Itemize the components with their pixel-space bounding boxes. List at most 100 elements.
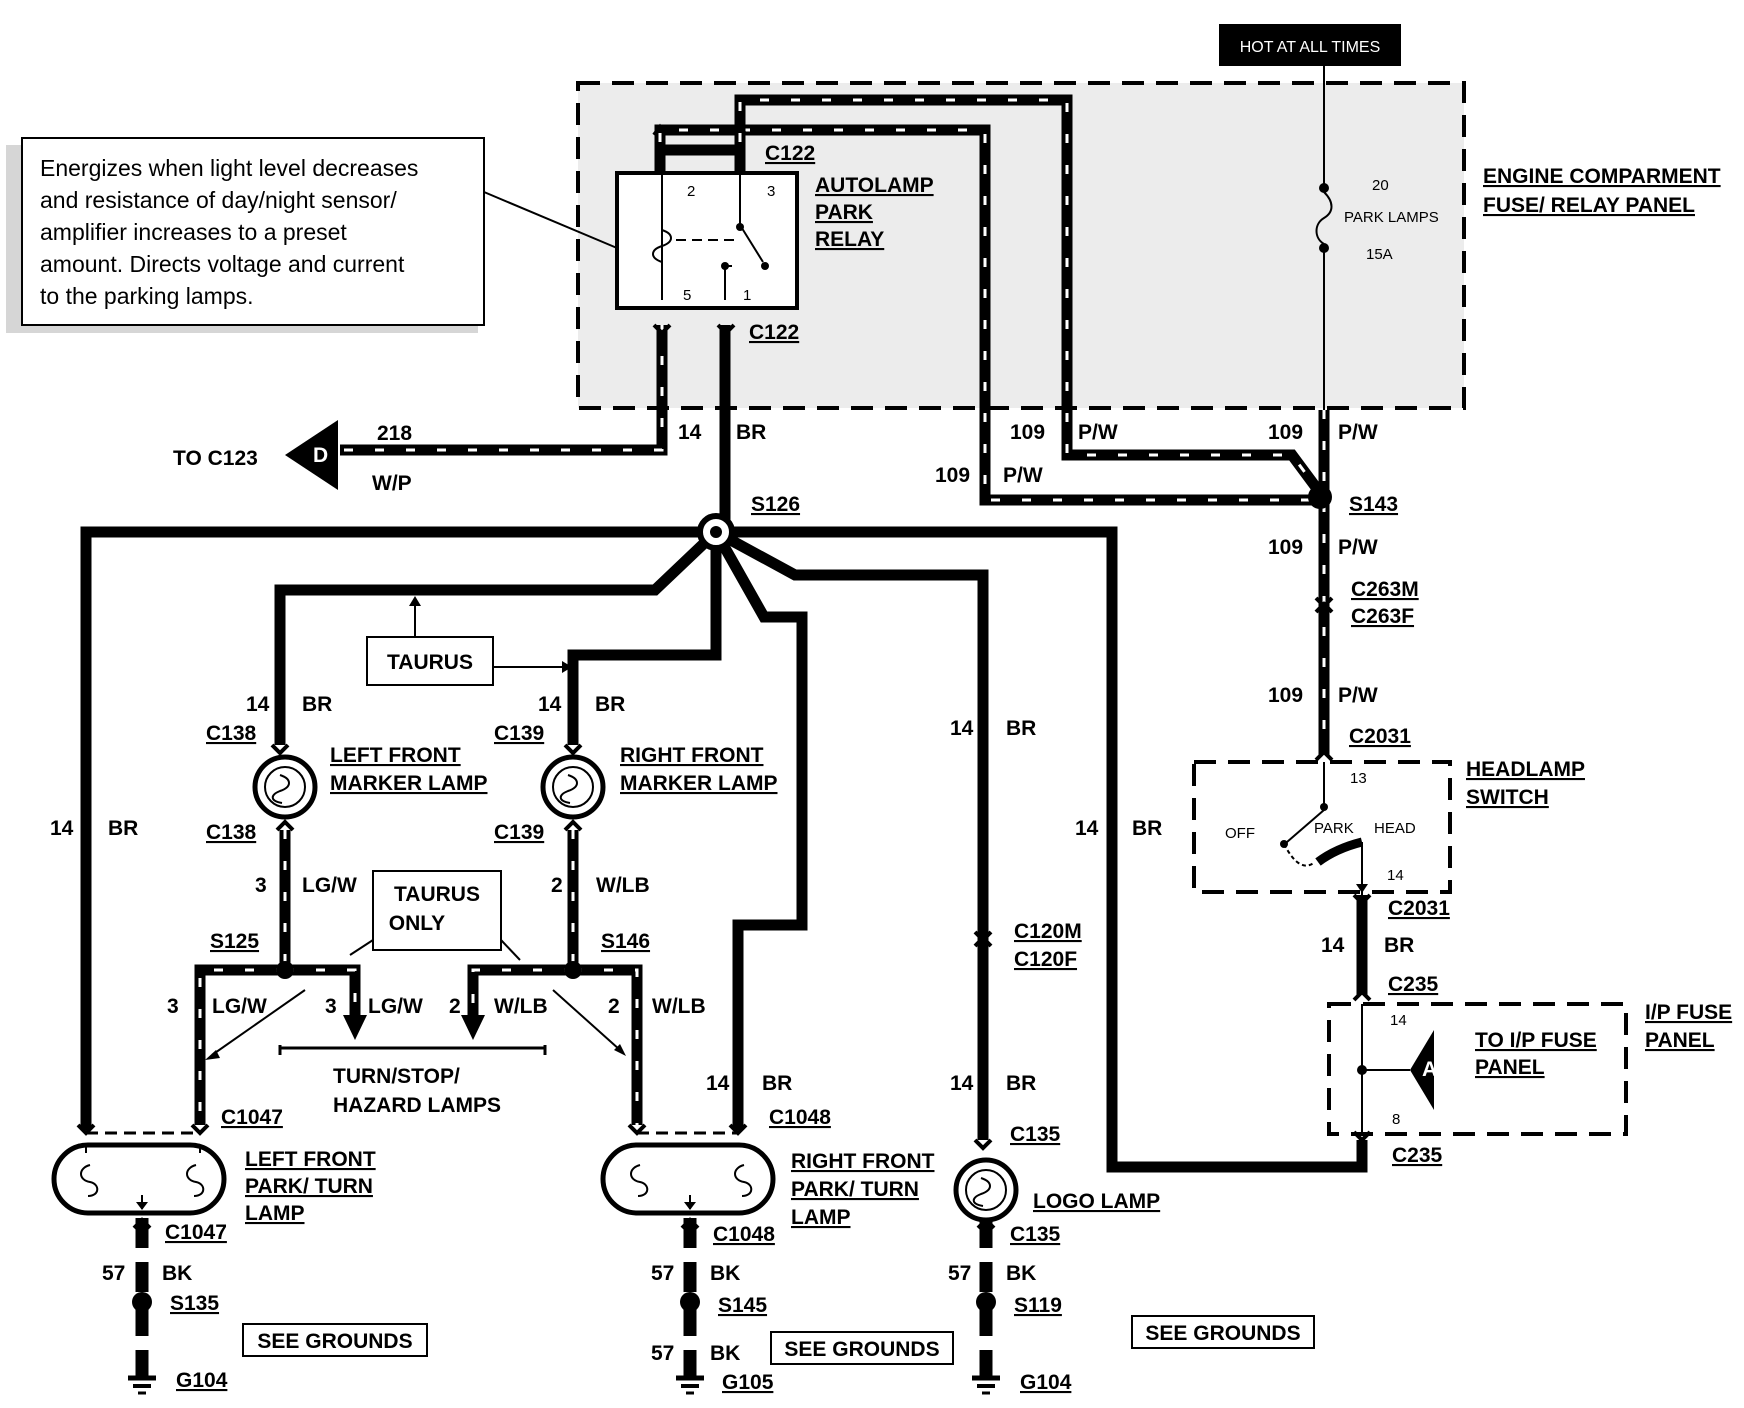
svg-text:P/W: P/W bbox=[1338, 684, 1378, 707]
turn-stop-arrows bbox=[278, 1015, 547, 1055]
see-grounds-middle[interactable]: SEE GROUNDS bbox=[770, 1331, 954, 1365]
svg-text:C235: C235 bbox=[1388, 973, 1439, 996]
svg-text:G104: G104 bbox=[176, 1369, 228, 1392]
svg-text:LG/W: LG/W bbox=[368, 995, 423, 1018]
svg-text:BR: BR bbox=[1006, 1072, 1036, 1095]
svg-text:3: 3 bbox=[167, 995, 179, 1018]
svg-text:PARK: PARK bbox=[815, 201, 873, 224]
ground-symbols bbox=[128, 1375, 1000, 1395]
relay-label: AUTOLAMP PARK RELAY bbox=[815, 174, 934, 251]
svg-text:RIGHT FRONT: RIGHT FRONT bbox=[791, 1150, 935, 1173]
see-grounds-right[interactable]: SEE GROUNDS bbox=[1131, 1315, 1315, 1349]
svg-text:LOGO LAMP: LOGO LAMP bbox=[1033, 1190, 1160, 1213]
svg-text:109: 109 bbox=[1268, 421, 1303, 444]
svg-text:14: 14 bbox=[246, 693, 270, 716]
svg-text:AUTOLAMP: AUTOLAMP bbox=[815, 174, 934, 197]
logo-lamp bbox=[953, 1157, 1019, 1223]
splice-s119 bbox=[976, 1292, 996, 1312]
svg-text:W/LB: W/LB bbox=[494, 995, 548, 1018]
svg-text:14: 14 bbox=[950, 1072, 974, 1095]
svg-text:HEADLAMP: HEADLAMP bbox=[1466, 758, 1585, 781]
taurus-box: TAURUS bbox=[366, 596, 572, 686]
svg-text:S126: S126 bbox=[751, 493, 800, 516]
svg-text:to the parking lamps.: to the parking lamps. bbox=[40, 283, 254, 309]
svg-text:20: 20 bbox=[1372, 177, 1389, 194]
svg-text:TO C123: TO C123 bbox=[173, 447, 258, 470]
ground-g104-left bbox=[128, 1375, 156, 1395]
park-lamps-fuse: 20 PARK LAMPS 15A bbox=[1315, 66, 1439, 410]
svg-text:BK: BK bbox=[1006, 1262, 1036, 1285]
svg-text:C135: C135 bbox=[1010, 1223, 1061, 1246]
engine-panel-label: ENGINE COMPARMENT FUSE/ RELAY PANEL bbox=[1483, 165, 1721, 217]
svg-text:SWITCH: SWITCH bbox=[1466, 786, 1549, 809]
svg-text:14: 14 bbox=[706, 1072, 730, 1095]
connector-labels: C122 C122 S126 S143 C263M C263F C2031 C2… bbox=[165, 142, 1450, 1394]
svg-text:PARK/ TURN: PARK/ TURN bbox=[245, 1175, 373, 1198]
splices bbox=[132, 485, 1332, 1312]
svg-text:5: 5 bbox=[683, 287, 691, 304]
svg-text:C120F: C120F bbox=[1014, 948, 1077, 971]
svg-text:ENGINE COMPARMENT: ENGINE COMPARMENT bbox=[1483, 165, 1721, 188]
svg-text:LG/W: LG/W bbox=[302, 874, 357, 897]
headlamp-switch-label: HEADLAMP SWITCH bbox=[1466, 758, 1585, 809]
svg-text:C139: C139 bbox=[494, 722, 544, 745]
svg-text:P/W: P/W bbox=[1338, 421, 1378, 444]
svg-text:P/W: P/W bbox=[1003, 464, 1043, 487]
svg-text:57: 57 bbox=[651, 1342, 674, 1365]
svg-text:W/LB: W/LB bbox=[596, 874, 650, 897]
svg-text:109: 109 bbox=[1010, 421, 1045, 444]
svg-text:W/P: W/P bbox=[372, 472, 412, 495]
svg-text:TAURUS: TAURUS bbox=[394, 883, 480, 906]
svg-text:C263F: C263F bbox=[1351, 605, 1414, 628]
left-front-park-turn-lamp bbox=[51, 1131, 227, 1216]
svg-text:LG/W: LG/W bbox=[212, 995, 267, 1018]
svg-text:218: 218 bbox=[377, 422, 412, 445]
svg-text:BR: BR bbox=[595, 693, 625, 716]
svg-text:BK: BK bbox=[162, 1262, 192, 1285]
ip-fuse-panel: 14 8 TO I/P FUSE PANEL bbox=[1327, 1002, 1628, 1136]
connector-chevrons bbox=[76, 123, 1372, 1230]
svg-text:14: 14 bbox=[538, 693, 562, 716]
svg-text:G104: G104 bbox=[1020, 1371, 1072, 1394]
svg-text:2: 2 bbox=[449, 995, 461, 1018]
svg-text:S146: S146 bbox=[601, 930, 650, 953]
svg-text:W/LB: W/LB bbox=[652, 995, 706, 1018]
svg-text:SEE GROUNDS: SEE GROUNDS bbox=[1145, 1322, 1300, 1345]
svg-text:BR: BR bbox=[1384, 934, 1414, 957]
svg-text:13: 13 bbox=[1350, 770, 1367, 787]
splice-s135 bbox=[132, 1292, 152, 1312]
svg-text:1: 1 bbox=[743, 287, 751, 304]
splice-s145 bbox=[680, 1292, 700, 1312]
svg-text:BK: BK bbox=[710, 1342, 740, 1365]
right-front-marker-lamp bbox=[540, 754, 606, 820]
svg-text:C138: C138 bbox=[206, 821, 257, 844]
svg-text:S119: S119 bbox=[1014, 1294, 1062, 1317]
taurus-only-box: TAURUS ONLY bbox=[349, 870, 521, 961]
svg-text:C138: C138 bbox=[206, 722, 257, 745]
svg-text:PARK: PARK bbox=[1314, 820, 1354, 837]
svg-text:14: 14 bbox=[678, 421, 702, 444]
svg-text:HEAD: HEAD bbox=[1374, 820, 1416, 837]
svg-text:C1047: C1047 bbox=[165, 1221, 227, 1244]
svg-text:BR: BR bbox=[736, 421, 766, 444]
svg-text:57: 57 bbox=[102, 1262, 125, 1285]
svg-text:SEE GROUNDS: SEE GROUNDS bbox=[257, 1330, 412, 1353]
svg-text:3: 3 bbox=[325, 995, 337, 1018]
svg-text:HOT AT ALL TIMES: HOT AT ALL TIMES bbox=[1240, 39, 1381, 56]
svg-text:TO I/P FUSE: TO I/P FUSE bbox=[1475, 1029, 1597, 1052]
svg-text:C122: C122 bbox=[765, 142, 815, 165]
svg-text:PANEL: PANEL bbox=[1645, 1029, 1715, 1052]
svg-text:C2031: C2031 bbox=[1388, 897, 1450, 920]
svg-text:C1047: C1047 bbox=[221, 1106, 283, 1129]
svg-text:8: 8 bbox=[1392, 1111, 1400, 1128]
hot-at-all-times-box: HOT AT ALL TIMES bbox=[1219, 24, 1401, 66]
autolamp-park-relay: 2 3 5 1 bbox=[615, 171, 799, 310]
svg-text:14: 14 bbox=[1387, 867, 1404, 884]
see-grounds-left[interactable]: SEE GROUNDS bbox=[242, 1323, 428, 1357]
svg-text:57: 57 bbox=[651, 1262, 674, 1285]
svg-text:14: 14 bbox=[950, 717, 974, 740]
svg-text:14: 14 bbox=[1075, 817, 1099, 840]
ip-fuse-panel-label: I/P FUSE PANEL bbox=[1645, 1001, 1732, 1052]
svg-text:RELAY: RELAY bbox=[815, 228, 884, 251]
